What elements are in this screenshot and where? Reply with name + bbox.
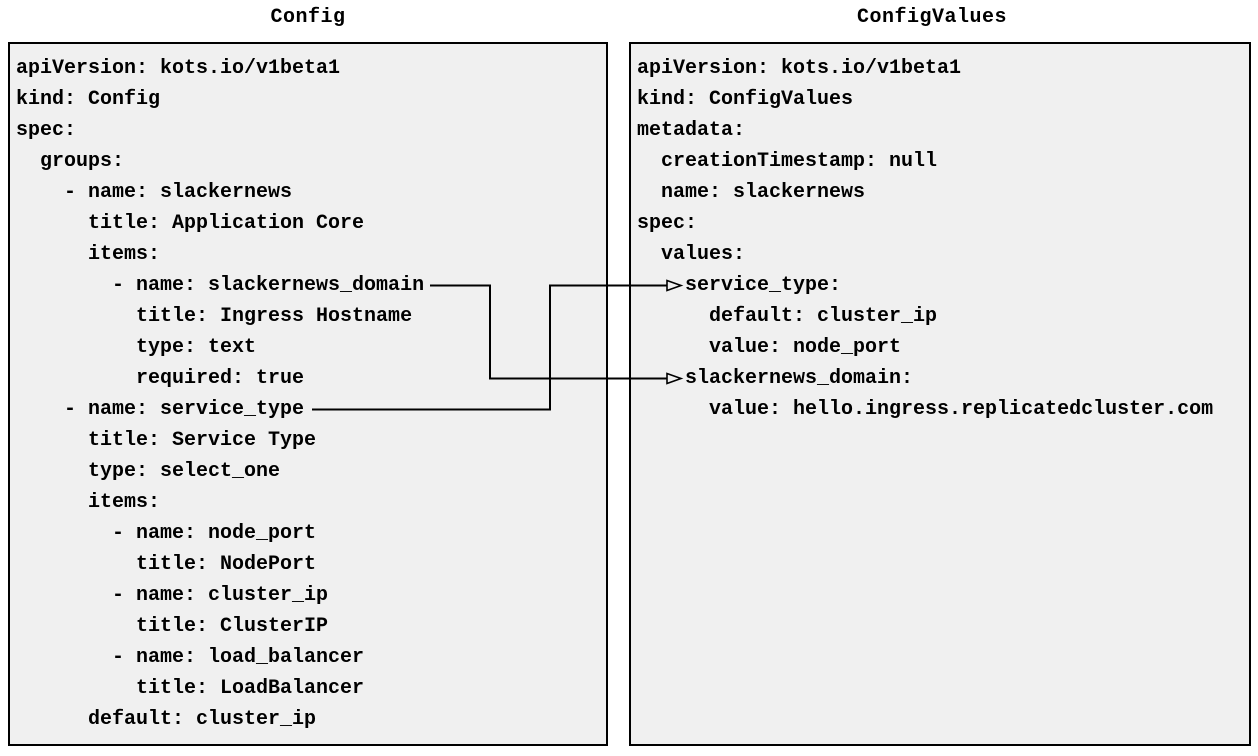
config-yaml-code: apiVersion: kots.io/v1beta1 kind: Config… (16, 57, 425, 731)
configvalues-yaml-panel: apiVersion: kots.io/v1beta1 kind: Config… (629, 42, 1251, 746)
configvalues-yaml-code: apiVersion: kots.io/v1beta1 kind: Config… (637, 57, 1214, 421)
config-panel-title: Config (270, 6, 346, 29)
configvalues-panel-title: ConfigValues (856, 6, 1008, 29)
config-yaml-panel: apiVersion: kots.io/v1beta1 kind: Config… (8, 42, 608, 746)
